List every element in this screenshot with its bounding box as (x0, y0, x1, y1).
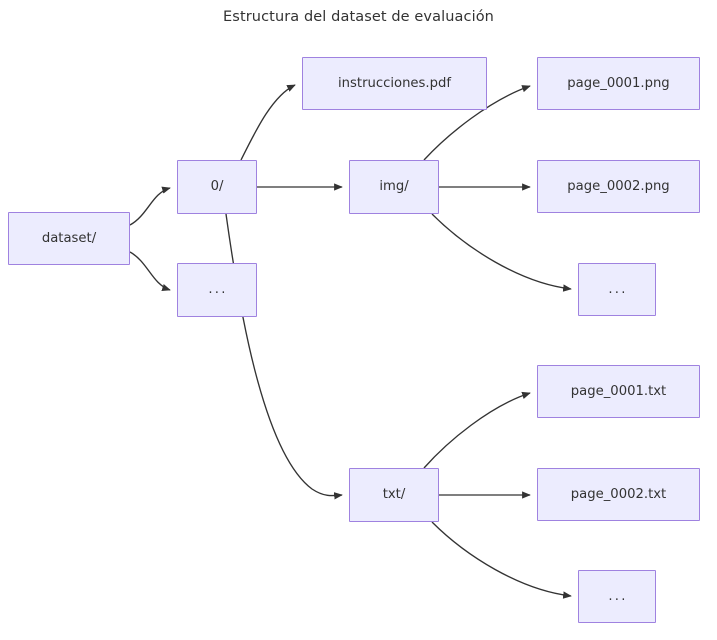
node-ellipsis-img[interactable]: ... (578, 263, 656, 316)
node-label: page_0002.txt (570, 486, 667, 502)
node-label: instrucciones.pdf (338, 75, 451, 91)
node-page-0002-txt[interactable]: page_0002.txt (537, 468, 700, 521)
edge-0-to-txt (225, 213, 343, 500)
node-label: ... (608, 281, 628, 297)
node-page-0002-png[interactable]: page_0002.png (537, 160, 700, 213)
edge-txt-to-txt1 (423, 391, 531, 469)
node-label: page_0001.txt (570, 383, 667, 399)
node-page-0001-txt[interactable]: page_0001.txt (537, 365, 700, 418)
node-ellipsis-txt[interactable]: ... (578, 570, 656, 623)
node-img[interactable]: img/ (349, 160, 439, 214)
edge-txt-to-ellipsis (431, 521, 572, 599)
node-label: page_0001.png (567, 75, 670, 91)
diagram-title: Estructura del dataset de evaluación (223, 9, 494, 25)
node-label: img/ (379, 179, 409, 195)
edge-img-to-ellipsis (431, 213, 572, 292)
node-label: ... (608, 588, 628, 604)
node-label: txt/ (382, 487, 406, 503)
node-0[interactable]: 0/ (177, 160, 257, 214)
edge-dataset-to-0 (129, 186, 171, 226)
edge-img-to-png1 (423, 85, 531, 161)
node-label: dataset/ (41, 230, 97, 246)
node-dataset[interactable]: dataset/ (8, 212, 130, 265)
node-page-0001-png[interactable]: page_0001.png (537, 57, 700, 110)
edge-0-to-instrucciones (240, 84, 296, 161)
node-ellipsis-root[interactable]: ... (177, 263, 257, 317)
node-txt[interactable]: txt/ (349, 468, 439, 522)
node-label: 0/ (210, 179, 224, 195)
edge-dataset-to-ellipsis (129, 251, 171, 291)
node-instrucciones-pdf[interactable]: instrucciones.pdf (302, 57, 487, 110)
node-label: page_0002.png (567, 178, 670, 194)
node-label: ... (208, 282, 228, 298)
